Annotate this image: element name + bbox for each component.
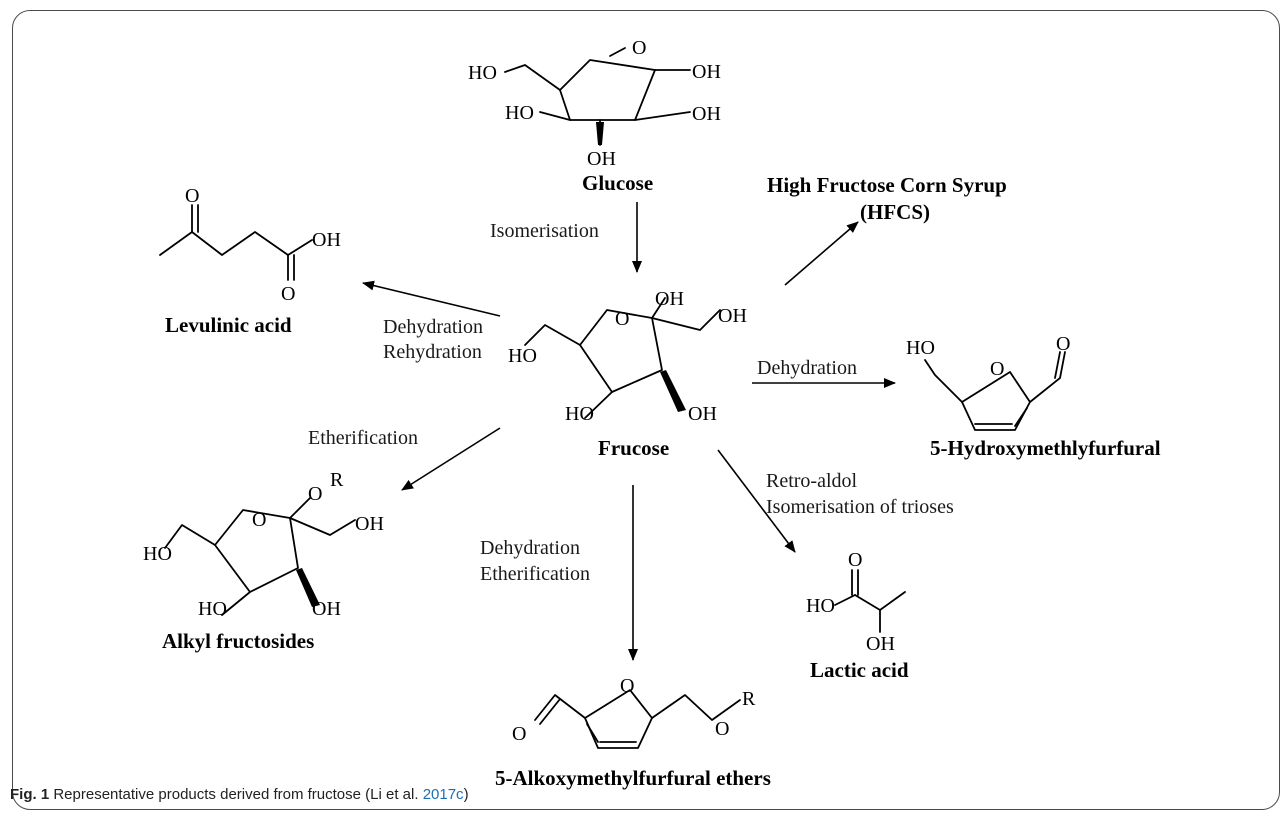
hmf-ho: HO xyxy=(906,337,935,359)
rehydration-label: Rehydration xyxy=(383,341,482,363)
levulinic-arrow xyxy=(362,280,501,317)
hmf-dehydration-label: Dehydration xyxy=(757,357,857,379)
figure-frame xyxy=(12,10,1280,810)
hmf-label: 5-Hydroxymethlyfurfural xyxy=(930,436,1161,460)
amf-ring-o: O xyxy=(620,675,634,697)
retro-aldol-label: Retro-aldol xyxy=(766,470,858,492)
hmf-aldehyde-o: O xyxy=(1056,333,1070,355)
lactic-ho: HO xyxy=(806,595,835,617)
hfcs-label: High Fructose Corn Syrup xyxy=(767,173,1007,197)
alkyl-r: R xyxy=(330,469,344,491)
hmf-ring-o: O xyxy=(990,358,1004,380)
caption-label: Fig. 1 xyxy=(10,786,50,803)
alkyl-ring-o: O xyxy=(252,509,266,531)
levulinic-ketone-o: O xyxy=(185,185,199,207)
alkyl-ho: HO xyxy=(198,598,227,620)
alkyl-oh: OH xyxy=(355,513,384,535)
hfcs-arrow xyxy=(784,221,859,286)
alkyl-ho: HO xyxy=(143,543,172,565)
fructose-label: Frucose xyxy=(598,436,669,460)
lactic-structure: O HO OH xyxy=(806,549,906,655)
fructose-oh: OH xyxy=(688,403,717,425)
fructose-ho: HO xyxy=(565,403,594,425)
amf-structure: O O O R xyxy=(512,675,756,749)
fructose-oh: OH xyxy=(718,305,747,327)
lactic-carbonyl-o: O xyxy=(848,549,862,571)
hfcs-label-abbr: (HFCS) xyxy=(860,200,930,224)
etherification-label: Etherification xyxy=(308,427,418,449)
lactic-arrow xyxy=(717,449,796,553)
isomerisation-label: Isomerisation xyxy=(490,220,599,242)
fructose-ho: HO xyxy=(508,345,537,367)
glucose-oh: OH xyxy=(587,148,616,170)
alkyl-structure: O O R OH HO HO OH xyxy=(143,469,384,620)
amf-label: 5-Alkoxymethylfurfural ethers xyxy=(495,766,771,790)
glucose-oh: OH xyxy=(692,103,721,125)
lactic-label: Lactic acid xyxy=(810,658,909,682)
dehydration-label: Dehydration xyxy=(383,316,483,338)
levulinic-label: Levulinic acid xyxy=(165,313,292,337)
amf-dehydration-label: Dehydration xyxy=(480,537,580,559)
amf-aldehyde-o: O xyxy=(512,723,526,745)
alkyl-ether-o: O xyxy=(308,483,322,505)
glucose-ho: HO xyxy=(468,62,497,84)
glucose-ho: HO xyxy=(505,102,534,124)
fructose-structure: O OH OH HO HO OH xyxy=(508,288,747,425)
caption-end: ) xyxy=(463,786,469,803)
hmf-structure: HO O O xyxy=(906,333,1070,431)
amf-etherification-label: Etherification xyxy=(480,563,590,585)
caption-text: Representative products derived from fru… xyxy=(53,786,423,803)
alkyl-oh: OH xyxy=(312,598,341,620)
figure-caption: Fig. 1 Representative products derived f… xyxy=(10,786,1270,803)
caption-reference-link[interactable]: 2017c xyxy=(422,786,464,803)
amf-r: R xyxy=(742,688,756,710)
glucose-oh: OH xyxy=(692,61,721,83)
fructose-oh: OH xyxy=(655,288,684,310)
glucose-ring-o: O xyxy=(632,37,646,59)
amf-ether-o: O xyxy=(715,718,729,740)
alkyl-arrow xyxy=(401,427,501,491)
lactic-oh: OH xyxy=(866,633,895,655)
levulinic-oh: OH xyxy=(312,229,341,251)
alkyl-label: Alkyl fructosides xyxy=(162,629,314,653)
levulinic-structure: O OH O xyxy=(159,185,341,305)
glucose-label: Glucose xyxy=(582,171,653,195)
reaction-scheme: O OH HO OH HO OH Glucose Isomerisation O… xyxy=(143,37,1161,790)
glucose-structure: O OH HO OH HO OH xyxy=(468,37,721,170)
fructose-ring-o: O xyxy=(615,308,629,330)
levulinic-acid-o: O xyxy=(281,283,295,305)
triose-isomerisation-label: Isomerisation of trioses xyxy=(766,496,954,518)
